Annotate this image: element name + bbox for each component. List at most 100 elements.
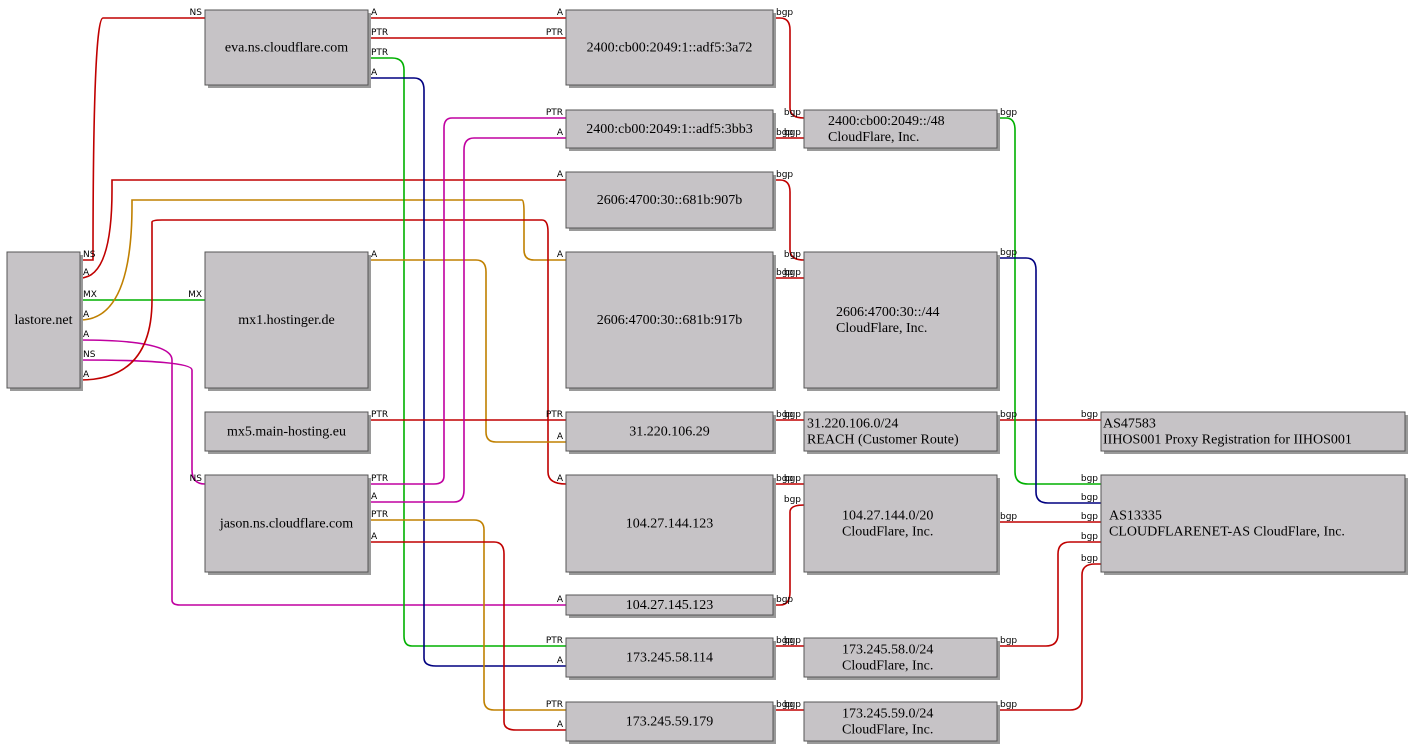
node-box (803, 251, 998, 389)
edge-head-label: bgp (784, 250, 801, 260)
node-label-line: 173.245.58.114 (626, 651, 713, 666)
edge-ip173b-jason (368, 519, 566, 711)
edge-line (997, 563, 1101, 711)
node-label-line: 173.245.59.0/24 (842, 707, 933, 722)
node-box (565, 171, 774, 229)
node-ip173b[interactable]: 173.245.59.179 (565, 701, 776, 744)
node-box (803, 474, 998, 573)
node-box (204, 251, 369, 389)
node-ip6a72[interactable]: 2400:cb00:2049:1::adf5:3a72 (565, 9, 776, 88)
node-box (1100, 474, 1406, 573)
edge-tail-label: bgp (1000, 636, 1017, 646)
nodes-layer: lastore.net eva.ns.cloudflare.com mx1.host… (6, 9, 1408, 744)
edge-tail-label: A (371, 68, 378, 78)
edge-line (79, 199, 566, 321)
node-label-line: 2400:cb00:2049:1::adf5:3a72 (587, 41, 753, 56)
edge-head-label: bgp (784, 495, 801, 505)
node-box (565, 9, 774, 86)
edge-line (368, 519, 566, 711)
node-ip173a[interactable]: 173.245.58.114 (565, 637, 776, 680)
node-label-line: 31.220.106.29 (629, 425, 710, 440)
edge-head-label: bgp (1081, 512, 1098, 522)
edge-head-label: bgp (784, 128, 801, 138)
node-label-line: 2606:4700:30::681b:907b (597, 193, 742, 208)
node-ip31[interactable]: 31.220.106.29 (565, 411, 776, 454)
edge-head-label: PTR (371, 410, 388, 420)
edge-head-label: A (557, 170, 564, 180)
edge-tail-label: bgp (1000, 512, 1017, 522)
node-label-line: 2606:4700:30::681b:917b (597, 313, 742, 328)
node-box (803, 109, 998, 149)
node-label-line: 173.245.58.0/24 (842, 643, 933, 658)
edge-head-label: bgp (784, 636, 801, 646)
node-ip917b[interactable]: 2606:4700:30::681b:917b (565, 251, 776, 391)
node-mx1[interactable]: mx1.hostinger.de (204, 251, 371, 391)
node-box (6, 251, 81, 389)
node-box (565, 109, 774, 149)
node-label-line: lastore.net (15, 313, 73, 328)
node-ip6bb3[interactable]: 2400:cb00:2049:1::adf5:3bb3 (565, 109, 776, 151)
edge-head-label: bgp (1081, 554, 1098, 564)
edge-head-label: NS (190, 474, 203, 484)
edge-tail-label: bgp (776, 410, 793, 420)
edge-lastore-eva (80, 17, 205, 261)
node-box (803, 637, 998, 678)
edge-pfx173b-as13335 (997, 563, 1101, 711)
edge-line (368, 137, 566, 503)
node-label-line: CLOUDFLARENET-AS CloudFlare, Inc. (1109, 525, 1345, 540)
edge-tail-label: PTR (546, 108, 563, 118)
node-label-line: 2400:cb00:2049:1::adf5:3bb3 (586, 122, 752, 137)
node-label-line: CloudFlare, Inc. (828, 130, 919, 145)
edge-tail-label: NS (83, 350, 96, 360)
edge-tail-label: bgp (776, 268, 793, 278)
edge-tail-label: bgp (776, 8, 793, 18)
node-mx5[interactable]: mx5.main-hosting.eu (204, 411, 371, 454)
edge-tail-label: A (371, 8, 378, 18)
node-label-line: 2400:cb00:2049::/48 (828, 114, 945, 129)
edge-tail-label: bgp (1000, 700, 1017, 710)
edge-line (997, 541, 1101, 647)
node-box (1100, 411, 1406, 452)
edge-head-label: A (557, 432, 564, 442)
node-box (204, 411, 369, 452)
node-label-line: 173.245.59.179 (626, 715, 714, 730)
edge-head-label: NS (190, 8, 203, 18)
edge-lastore-ip907b (79, 179, 566, 279)
node-label-line: 2606:4700:30::/44 (836, 305, 939, 320)
edge-tail-label: PTR (546, 410, 563, 420)
edge-tail-label: bgp (776, 595, 793, 605)
edge-tail-label: MX (83, 290, 97, 300)
edge-head-label: bgp (784, 108, 801, 118)
edge-tail-label: PTR (546, 28, 563, 38)
edge-tail-label: bgp (1000, 108, 1017, 118)
node-lastore[interactable]: lastore.net (6, 251, 83, 391)
edge-pfx2606-as13335 (997, 257, 1101, 504)
node-ip104b[interactable]: 104.27.145.123 (565, 594, 776, 618)
edge-line (368, 77, 566, 667)
edge-tail-label: A (83, 268, 90, 278)
node-label-line: eva.ns.cloudflare.com (225, 41, 348, 56)
edge-tail-label: bgp (776, 700, 793, 710)
node-ip104a[interactable]: 104.27.144.123 (565, 474, 776, 575)
edge-head-label: bgp (784, 268, 801, 278)
node-jason[interactable]: jason.ns.cloudflare.com (204, 474, 371, 575)
edge-tail-label: NS (83, 250, 96, 260)
edge-pfx2400-as13335 (997, 117, 1101, 485)
node-ip907b[interactable]: 2606:4700:30::681b:907b (565, 171, 776, 231)
node-label-line: mx1.hostinger.de (238, 313, 334, 328)
node-eva[interactable]: eva.ns.cloudflare.com (204, 9, 371, 88)
edge-tail-label: A (83, 310, 90, 320)
node-label-line: REACH (Customer Route) (807, 433, 959, 448)
node-label-line: 31.220.106.0/24 (807, 417, 898, 432)
edge-line (773, 504, 805, 606)
